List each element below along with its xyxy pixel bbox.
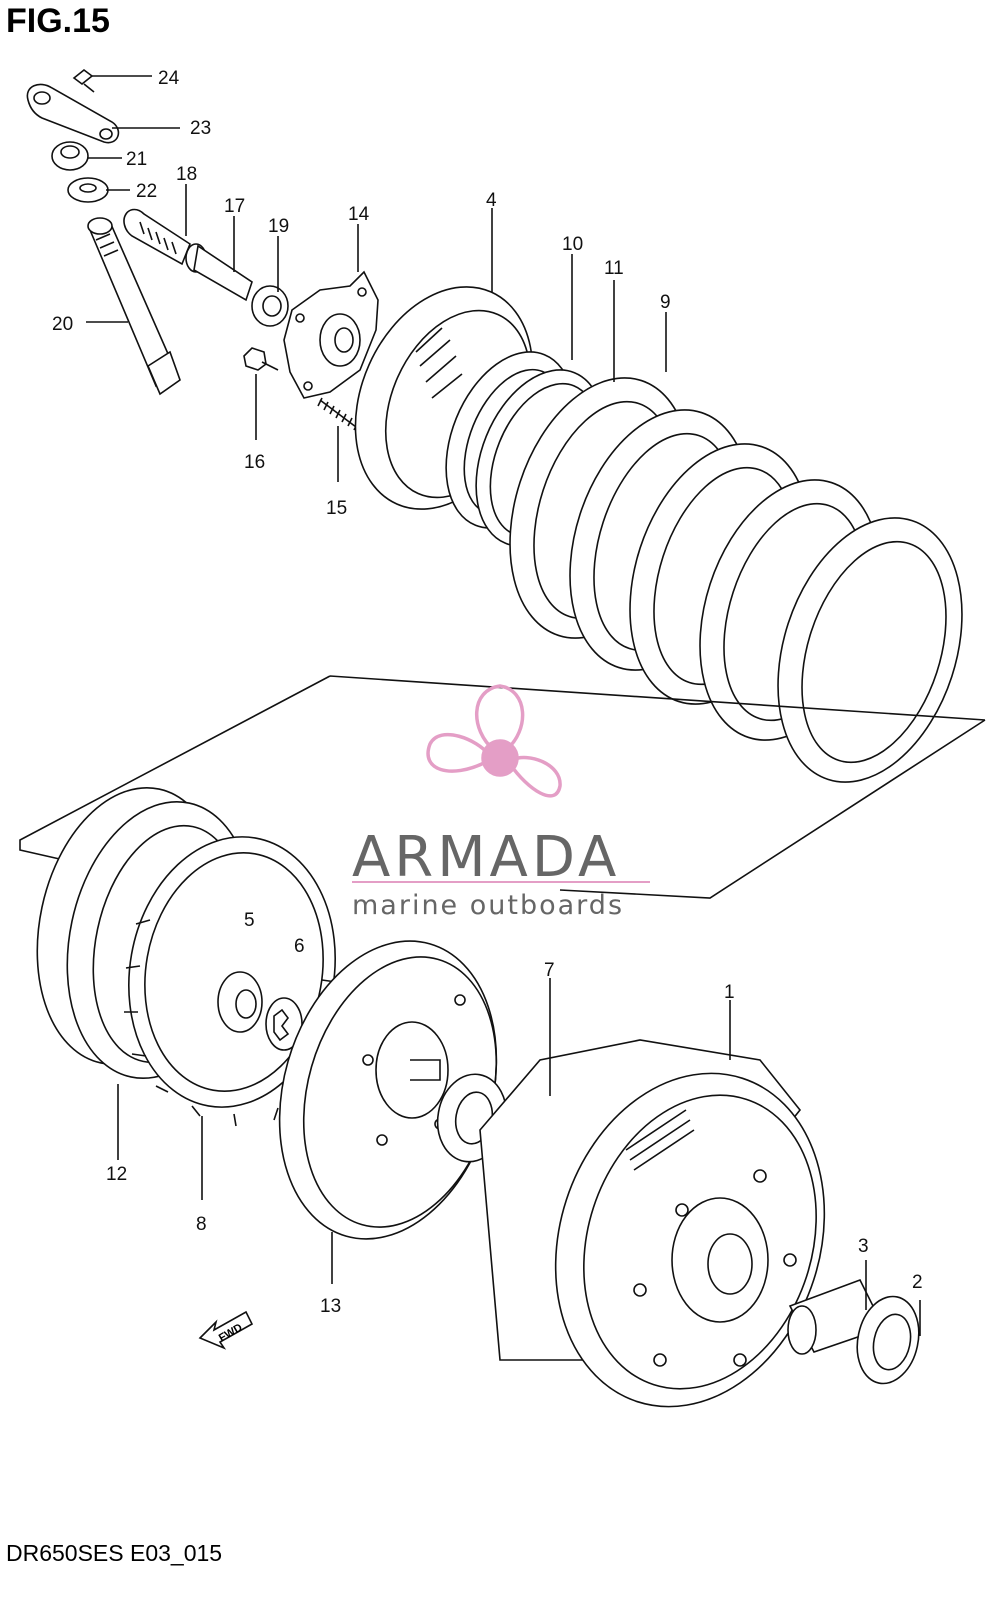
callout-18: 18 (176, 164, 197, 185)
drive-plates-9-part (509, 377, 963, 783)
bearing-19-part (251, 285, 289, 327)
forward-direction-indicator: FWD (198, 1310, 254, 1350)
callout-13: 13 (320, 1296, 341, 1317)
bushing-21-part (51, 141, 89, 171)
brand-name: ARMADA (352, 825, 620, 890)
washer-22-part (67, 177, 109, 203)
callout-3: 3 (858, 1236, 869, 1257)
callout-22: 22 (136, 181, 157, 202)
callout-16: 16 (244, 452, 265, 473)
lifter-14-part (283, 270, 379, 399)
nut-5-part (217, 971, 263, 1033)
callout-4: 4 (486, 190, 497, 211)
push-rod-17-part (185, 243, 253, 302)
callout-leaders (86, 75, 921, 1336)
callout-7: 7 (544, 960, 555, 981)
figure-title: FIG.15 (6, 2, 110, 40)
figure-footer-code: DR650SES E03_015 (6, 1540, 223, 1566)
callout-12: 12 (106, 1164, 127, 1185)
callout-21: 21 (126, 149, 147, 170)
callout-5: 5 (244, 910, 255, 931)
bolt-16-part (243, 347, 279, 371)
callout-14: 14 (348, 204, 370, 225)
clutch-sleeve-hub-13-part (278, 940, 498, 1240)
forward-arrow-icon (198, 1310, 254, 1350)
callout-20: 20 (52, 314, 73, 335)
callout-15: 15 (326, 498, 347, 519)
callout-23: 23 (190, 118, 211, 139)
callout-10: 10 (562, 234, 583, 255)
callout-6: 6 (294, 936, 305, 957)
callout-1: 1 (724, 982, 735, 1003)
clutch-housing-1-part (479, 1039, 826, 1408)
callout-17: 17 (224, 196, 245, 217)
fwd-label: FWD (217, 1322, 245, 1345)
brand-tagline: marine outboards (352, 890, 624, 921)
clutch-spring-15-part (317, 397, 361, 431)
spring-18-part (123, 208, 191, 266)
callout-labels: 1 2 3 4 5 6 7 8 9 10 11 12 13 14 15 16 1… (52, 68, 923, 1317)
callout-2: 2 (912, 1272, 923, 1293)
propeller-icon (426, 684, 562, 798)
release-shaft-20-part (87, 217, 181, 396)
reference-frame (19, 675, 986, 899)
washer-2-part (856, 1295, 920, 1385)
callout-9: 9 (660, 292, 671, 313)
callout-19: 19 (268, 216, 289, 237)
release-arm-23-part (26, 83, 120, 144)
callout-8: 8 (196, 1214, 207, 1235)
armada-watermark: ARMADA marine outboards (352, 684, 650, 921)
callout-24: 24 (158, 68, 180, 89)
callout-11: 11 (604, 258, 624, 279)
screw-24-part (72, 68, 95, 93)
release-arm-group (26, 68, 289, 396)
